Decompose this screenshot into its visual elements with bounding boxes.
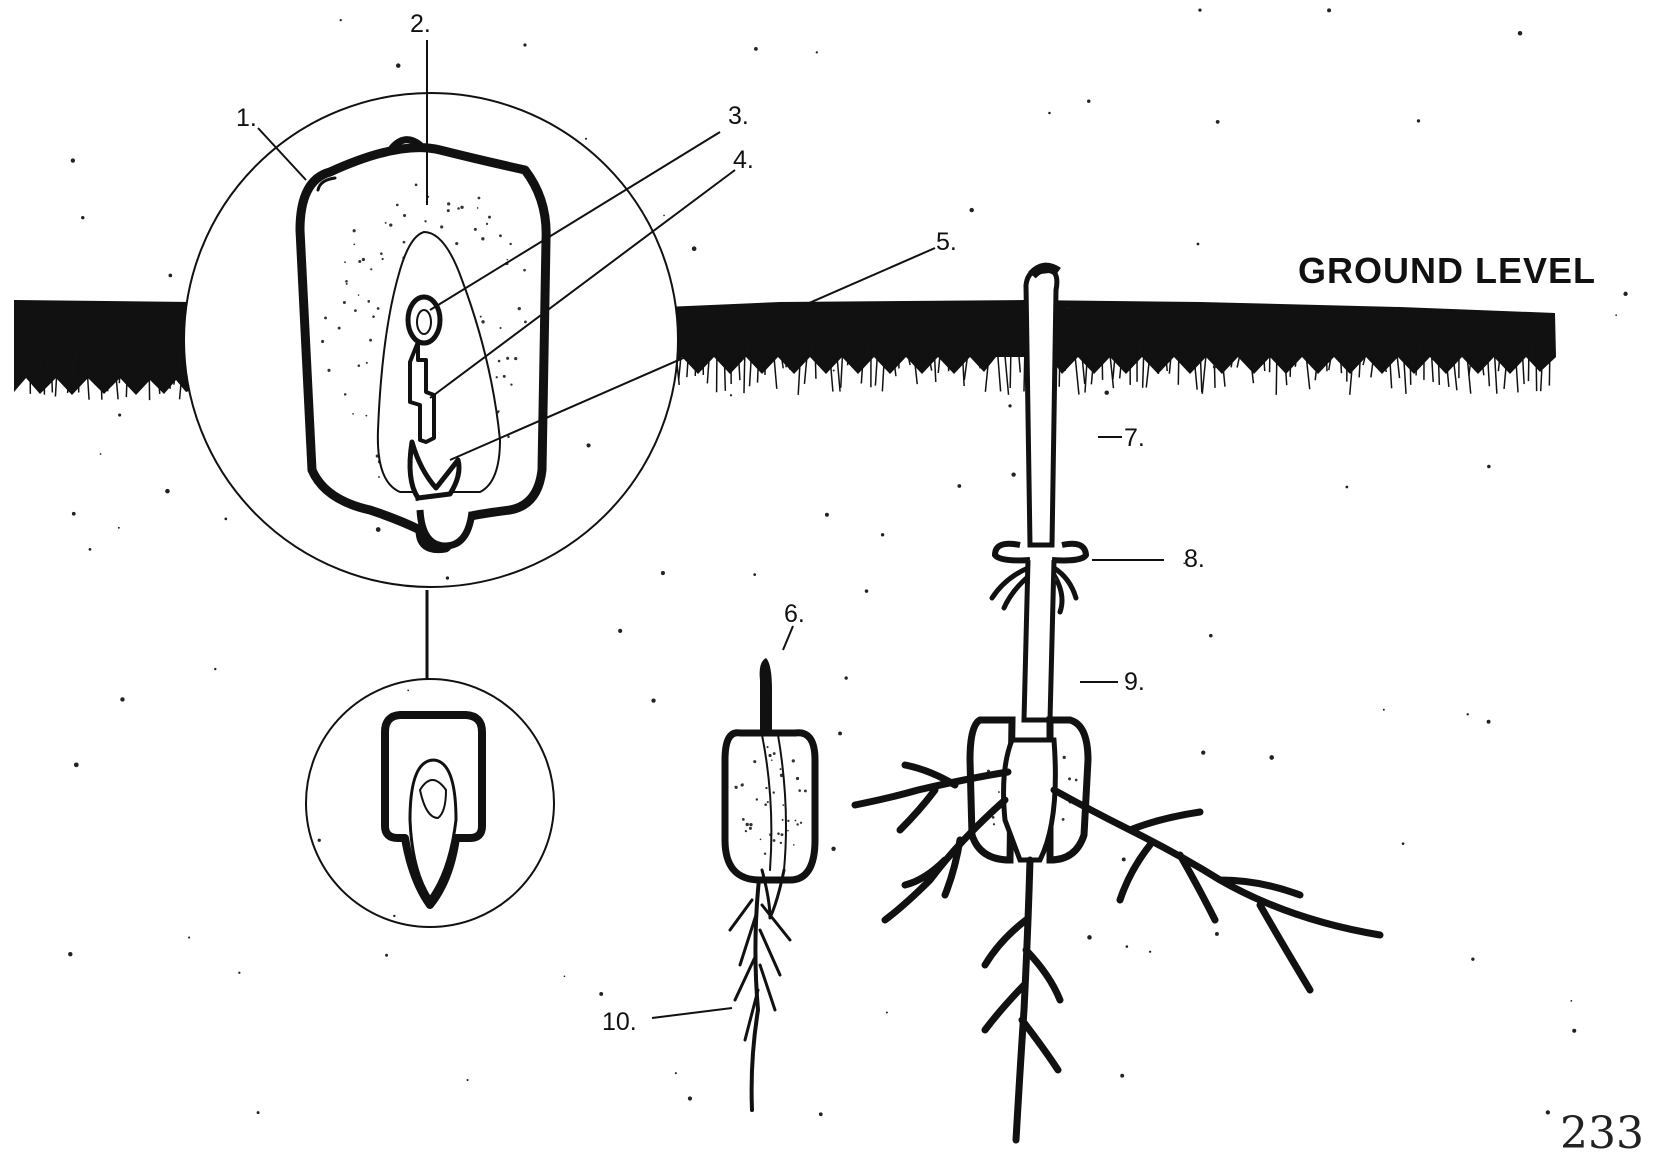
label-8: 8. — [1184, 545, 1205, 573]
soil-band-left — [14, 300, 192, 395]
shoot — [1026, 268, 1057, 545]
germinating-seed-small — [725, 658, 815, 1110]
label-1: 1. — [236, 104, 257, 132]
seed-cross-section-large — [184, 93, 678, 587]
label-2: 2. — [410, 10, 431, 38]
label-5: 5. — [936, 228, 957, 256]
label-7: 7. — [1124, 424, 1145, 452]
mesocotyl — [1024, 560, 1054, 720]
label-10: 10. — [602, 1008, 637, 1036]
label-4: 4. — [733, 146, 754, 174]
seed-cross-section-small — [306, 679, 554, 927]
label-3: 3. — [728, 102, 749, 130]
label-9: 9. — [1124, 668, 1145, 696]
page-number: 233 — [1560, 1108, 1644, 1155]
seedling-large — [855, 268, 1380, 1140]
label-6: 6. — [784, 600, 805, 628]
ground-level-label: GROUND LEVEL — [1298, 250, 1596, 291]
coleoptile — [760, 658, 772, 735]
